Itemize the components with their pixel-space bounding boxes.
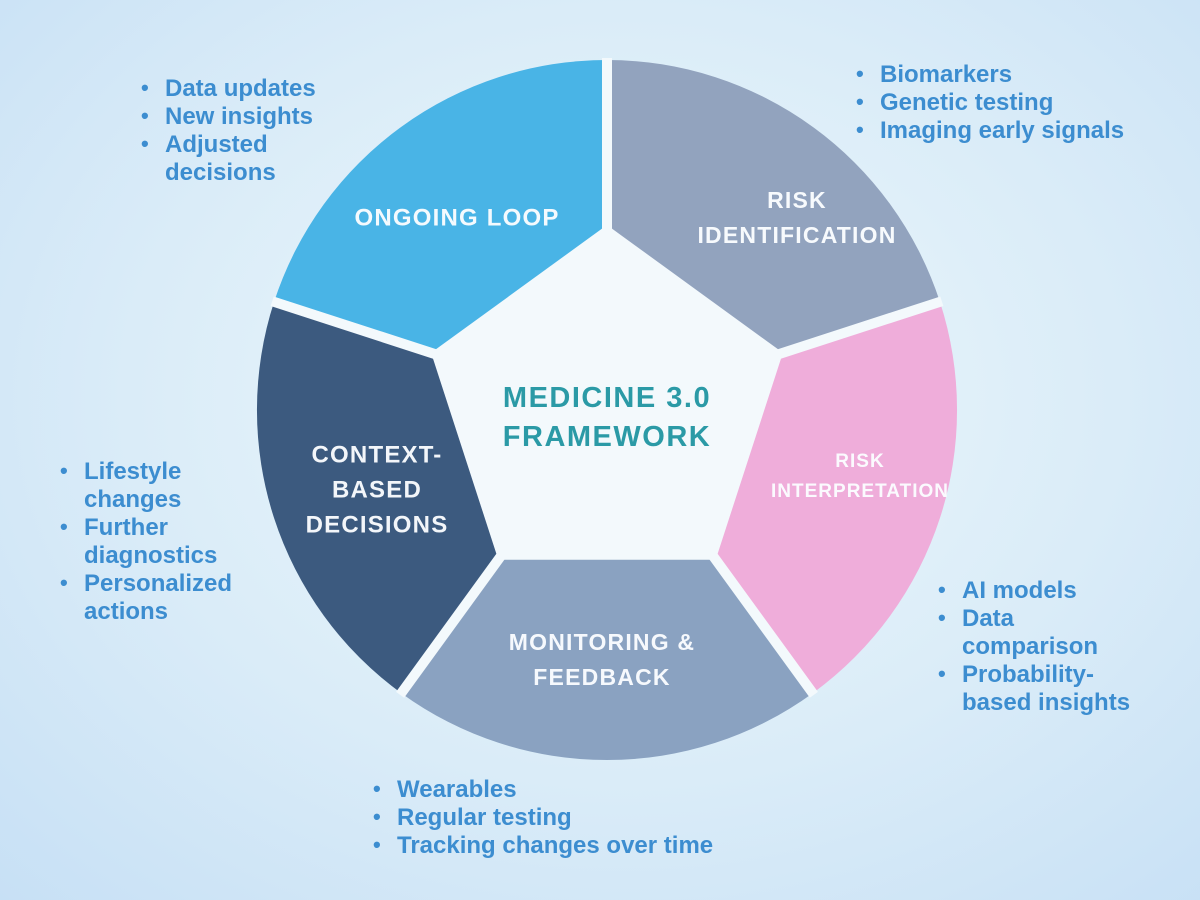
segment-label-context-based-decisions: CONTEXT- BASED DECISIONS xyxy=(305,441,449,539)
annotation-item: New insights xyxy=(140,102,370,131)
annotation-list-context-based-decisions: Lifestyle changes Further diagnostics Pe… xyxy=(59,457,279,626)
segment-label-risk-identification: RISK IDENTIFICATION xyxy=(697,187,897,248)
annotation-list-risk-interpretation: AI models Data comparison Probability- b… xyxy=(937,576,1177,717)
segment-label-risk-interpretation: RISK INTERPRETATION xyxy=(771,451,949,502)
annotation-item: Personalized actions xyxy=(59,569,279,626)
annotation-list-ongoing-loop: Data updates New insights Adjusted decis… xyxy=(140,74,370,187)
annotation-item: Imaging early signals xyxy=(855,116,1185,145)
center-pentagon xyxy=(431,225,783,560)
segment-label-ongoing-loop: ONGOING LOOP xyxy=(354,204,560,232)
annotation-item: Lifestyle changes xyxy=(59,457,279,514)
segment-label-monitoring-feedback: MONITORING & FEEDBACK xyxy=(508,629,696,690)
annotation-item: AI models xyxy=(937,576,1177,605)
annotation-item: Adjusted decisions xyxy=(140,130,370,187)
annotation-item: Data comparison xyxy=(937,604,1177,661)
annotation-item: Probability- based insights xyxy=(937,660,1177,717)
annotation-item: Data updates xyxy=(140,74,370,103)
annotation-item: Genetic testing xyxy=(855,88,1185,117)
annotation-item: Biomarkers xyxy=(855,60,1185,89)
annotation-list-risk-identification: Biomarkers Genetic testing Imaging early… xyxy=(855,60,1185,145)
annotation-item: Wearables xyxy=(372,775,772,804)
annotation-list-monitoring-feedback: Wearables Regular testing Tracking chang… xyxy=(372,775,772,860)
segment-monitoring-feedback xyxy=(401,410,813,761)
annotation-item: Further diagnostics xyxy=(59,513,279,570)
annotation-item: Regular testing xyxy=(372,803,772,832)
center-title: MEDICINE 3.0 FRAMEWORK xyxy=(502,382,712,453)
annotation-item: Tracking changes over time xyxy=(372,831,772,860)
